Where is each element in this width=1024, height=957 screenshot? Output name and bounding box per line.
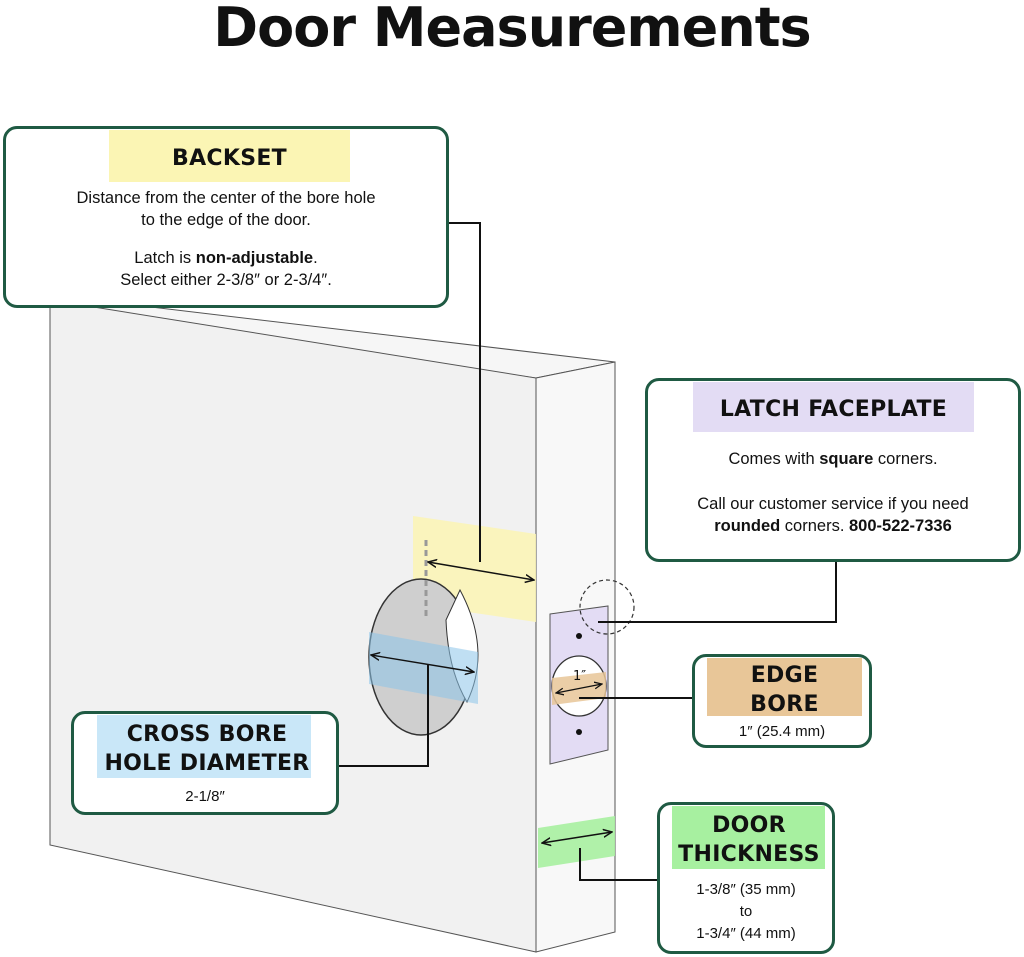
backset-leader <box>448 222 481 562</box>
backset-arrow <box>428 562 534 580</box>
customer-service-phone[interactable]: 800-522-7336 <box>849 517 952 535</box>
latch-faceplate-card: LATCH FACEPLATE Comes with square corner… <box>645 378 1021 562</box>
cross-bore-card: CROSS BORE HOLE DIAMETER 2-1/8″ <box>71 711 339 815</box>
cross-bore-value: 2-1/8″ <box>185 788 225 805</box>
edge-bore-heading: EDGE BORE <box>707 661 862 719</box>
cross-bore-heading: CROSS BORE HOLE DIAMETER <box>84 720 330 778</box>
backset-card: BACKSET Distance from the center of the … <box>3 126 449 308</box>
edge-bore-heading-line1: EDGE <box>750 663 819 688</box>
thickness-leader <box>579 848 658 881</box>
thickness-max: 1-3/4″ (44 mm) <box>696 925 796 942</box>
corners-suffix: corners. <box>873 450 938 468</box>
thickness-heading-line2: THICKNESS <box>678 842 820 867</box>
faceplate-screw-top <box>576 633 582 639</box>
faceplate-corner-callout <box>579 579 635 635</box>
backset-line1: Distance from the center of the bore hol… <box>76 189 376 207</box>
faceplate-leader <box>598 562 837 623</box>
thickness-values: 1-3/8″ (35 mm) to 1-3/4″ (44 mm) <box>660 879 832 945</box>
page-title: Door Measurements <box>213 0 811 59</box>
cross-bore-heading-highlight <box>97 715 311 778</box>
faceplate-heading-highlight <box>693 382 974 432</box>
rounded-suffix: corners. <box>780 517 849 535</box>
faceplate-screw-bottom <box>576 729 582 735</box>
edge-bore-value: 1″ (25.4 mm) <box>738 723 826 740</box>
backset-select-line: Select either 2-3/8″ or 2-3/4″. <box>120 271 332 289</box>
faceplate-call-note: Call our customer service if you need ro… <box>648 493 1018 537</box>
backset-line2: to the edge of the door. <box>141 211 311 229</box>
latch-bold: non-adjustable <box>195 249 314 267</box>
edge-bore-card: EDGE BORE 1″ (25.4 mm) <box>692 654 872 748</box>
backset-heading: BACKSET <box>172 146 287 171</box>
edge-bore-arrow <box>556 684 602 693</box>
backset-latch-note: Latch is non-adjustable. Select either 2… <box>6 247 446 291</box>
faceplate-rounded-line: rounded corners. 800-522-7336 <box>648 515 1018 537</box>
thickness-heading-highlight <box>672 806 825 869</box>
faceplate-heading: LATCH FACEPLATE <box>719 397 948 422</box>
edge-bore-heading-line2: BORE <box>750 692 819 717</box>
edge-bore-heading-highlight <box>707 658 862 716</box>
rounded-bold: rounded <box>714 517 781 535</box>
backset-latch-line: Latch is non-adjustable. <box>6 247 446 269</box>
thickness-heading: DOOR THICKNESS <box>664 811 834 869</box>
thickness-to: to <box>739 903 753 920</box>
latch-suffix: . <box>313 249 318 267</box>
faceplate-corners-line: Comes with square corners. <box>648 448 1018 470</box>
cross-bore-heading-line2: HOLE DIAMETER <box>104 751 310 776</box>
door-thickness-card: DOOR THICKNESS 1-3/8″ (35 mm) to 1-3/4″ … <box>657 802 835 954</box>
cross-bore-leader <box>338 665 429 767</box>
cross-bore-arrow <box>371 655 474 672</box>
corners-prefix: Comes with <box>728 450 820 468</box>
edge-bore-diagram-label: 1″ <box>573 669 587 684</box>
corners-bold: square <box>819 450 874 468</box>
latch-prefix: Latch is <box>134 249 196 267</box>
thickness-min: 1-3/8″ (35 mm) <box>696 881 796 898</box>
thickness-heading-line1: DOOR <box>712 813 786 838</box>
backset-heading-highlight <box>109 130 350 182</box>
faceplate-call-line: Call our customer service if you need <box>697 495 969 513</box>
thickness-arrow <box>542 832 612 843</box>
cross-bore-heading-line1: CROSS BORE <box>126 722 288 747</box>
backset-description: Distance from the center of the bore hol… <box>6 187 446 231</box>
